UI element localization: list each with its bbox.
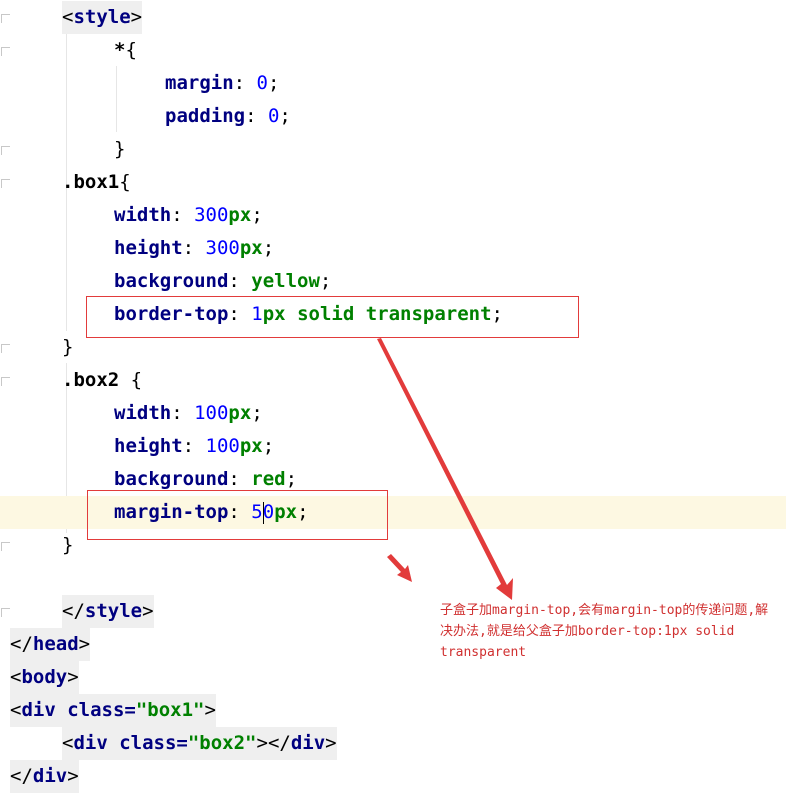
code-line: } <box>62 534 74 556</box>
code-line: } <box>114 138 126 160</box>
code-line: padding: 0; <box>165 105 291 127</box>
fold-marker-icon[interactable] <box>1 344 10 353</box>
fold-marker-icon[interactable] <box>1 542 10 551</box>
code-line: .box2 { <box>62 369 143 391</box>
code-line: } <box>62 336 74 358</box>
fold-marker-icon[interactable] <box>1 14 10 23</box>
fold-marker-icon[interactable] <box>1 377 10 386</box>
code-line: height: 300px; <box>114 237 275 259</box>
code-line: background: yellow; <box>114 270 332 292</box>
code-line: </head> <box>10 628 91 661</box>
code-line: background: red; <box>114 468 298 490</box>
arrow-long <box>377 338 513 600</box>
arrow-short <box>387 554 412 582</box>
code-line: <body> <box>10 661 79 694</box>
annotation-note: 子盒子加margin-top,会有margin-top的传递问题,解决办法,就是… <box>440 603 769 660</box>
indent-guide <box>66 363 67 533</box>
code-line: .box1{ <box>62 171 131 193</box>
code-line: width: 300px; <box>114 204 263 226</box>
text-caret <box>262 501 264 524</box>
code-line: width: 100px; <box>114 402 263 424</box>
editor-gutter <box>0 0 10 788</box>
code-line: <div class="box2"></div> <box>62 727 337 760</box>
indent-guide <box>66 33 67 331</box>
code-line: </style> <box>62 595 154 628</box>
code-line: <style> <box>62 1 143 34</box>
indent-guide <box>116 66 117 132</box>
fold-marker-icon[interactable] <box>1 47 10 56</box>
code-line: height: 100px; <box>114 435 275 457</box>
code-line: *{ <box>114 39 137 61</box>
fold-marker-icon[interactable] <box>1 179 10 188</box>
current-line[interactable]: margin-top: 50px; <box>0 496 786 529</box>
highlight-box-border-top <box>86 296 579 338</box>
fold-marker-icon[interactable] <box>1 146 10 155</box>
highlight-box-margin-top <box>87 490 388 540</box>
fold-marker-icon[interactable] <box>1 608 10 617</box>
code-line: margin: 0; <box>165 72 280 94</box>
code-line: <div class="box1"> <box>10 694 216 727</box>
code-line: border-top: 1px solid transparent; <box>114 303 503 325</box>
